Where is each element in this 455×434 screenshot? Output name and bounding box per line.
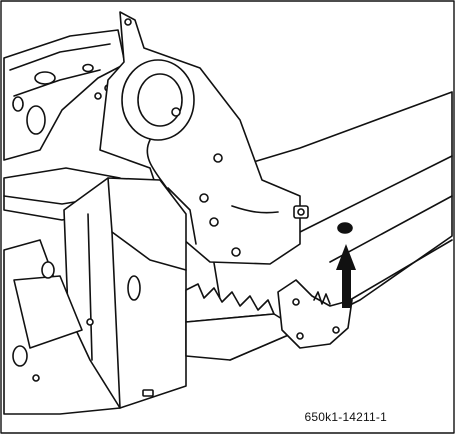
direction-arrow — [336, 244, 356, 308]
side-member-edge — [349, 239, 453, 301]
floor-panel-ridge — [13, 69, 101, 97]
floor-panel-ridge — [9, 43, 111, 71]
fastener-bolt — [297, 208, 305, 216]
bracket-opening-inner — [137, 73, 183, 127]
removed-plug — [337, 222, 353, 234]
target-bracket-tabs — [313, 291, 331, 305]
serrated-plate — [185, 313, 301, 361]
target-bracket-hole — [292, 298, 300, 306]
side-member-edge — [329, 195, 453, 263]
box-member-edge — [111, 231, 121, 409]
bracket-fold — [167, 187, 197, 245]
lower-left-hole — [12, 345, 28, 367]
lower-left-hole — [41, 261, 55, 279]
floor-hole — [82, 63, 94, 73]
bracket-hole — [213, 153, 223, 163]
bracket-hole — [209, 217, 219, 227]
box-member-tab — [142, 389, 154, 397]
bracket-hole — [199, 193, 209, 203]
target-bracket-hole — [296, 332, 304, 340]
bracket-hole — [171, 107, 181, 117]
floor-hole — [34, 71, 56, 85]
target-bracket-hole — [332, 326, 340, 334]
bracket-hole — [124, 18, 132, 26]
box-member-edge — [107, 177, 187, 271]
side-member-edge — [299, 155, 453, 233]
floor-rivet — [94, 92, 102, 100]
box-member-slot — [127, 275, 141, 301]
floor-hole — [26, 105, 46, 135]
lower-left-rivet — [86, 318, 94, 326]
bracket-hole — [231, 247, 241, 257]
box-member-edge — [87, 213, 93, 361]
figure-reference-label: 650k1-14211-1 — [304, 410, 387, 424]
floor-hole — [12, 96, 24, 112]
bracket-fold — [231, 205, 279, 214]
lower-left-rivet — [32, 374, 40, 382]
